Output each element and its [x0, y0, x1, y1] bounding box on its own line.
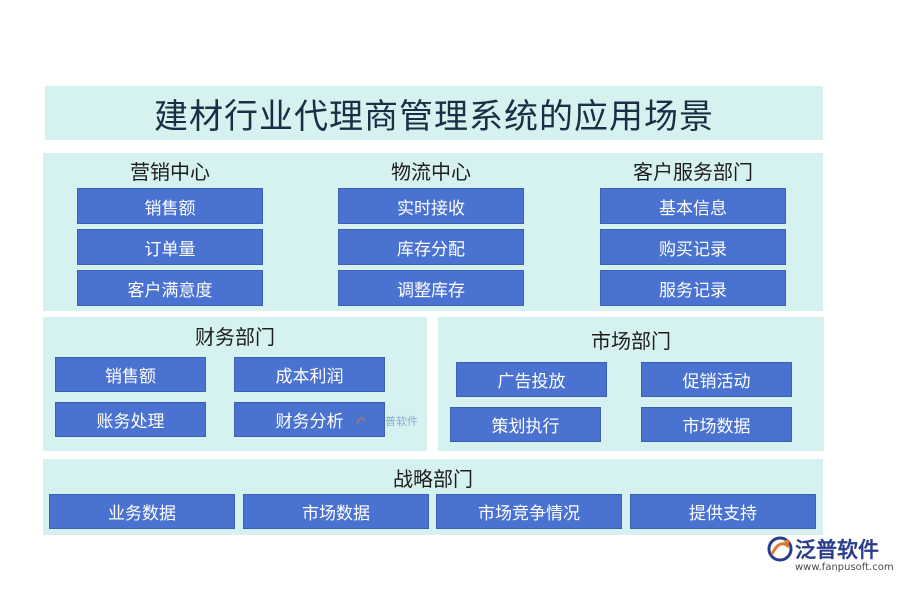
marketing-item-orders[interactable]: 订单量: [77, 229, 263, 265]
finance-item-sales[interactable]: 销售额: [55, 357, 206, 392]
logistics-item-allocation[interactable]: 库存分配: [338, 229, 524, 265]
logistics-item-receive[interactable]: 实时接收: [338, 188, 524, 224]
watermark-text: 泛普软件: [374, 415, 418, 428]
section-heading-strategy: 战略部门: [393, 467, 473, 491]
watermark: 泛普软件: [352, 412, 418, 430]
brand-logo-icon: [767, 536, 793, 562]
section-heading-finance: 财务部门: [195, 325, 275, 349]
section-heading-customer-service: 客户服务部门: [633, 160, 753, 184]
strategy-item-support[interactable]: 提供支持: [630, 494, 816, 529]
page-title: 建材行业代理商管理系统的应用场景: [154, 96, 714, 137]
watermark-logo-icon: [353, 413, 369, 429]
logistics-item-adjust[interactable]: 调整库存: [338, 270, 524, 306]
strategy-item-business-data[interactable]: 业务数据: [49, 494, 235, 529]
strategy-item-market-data[interactable]: 市场数据: [243, 494, 429, 529]
title-banner: 建材行业代理商管理系统的应用场景: [45, 86, 823, 140]
section-heading-market: 市场部门: [591, 329, 671, 353]
service-item-purchase-records[interactable]: 购买记录: [600, 229, 786, 265]
brand-logo: 泛普软件 www.fanpusoft.com: [765, 534, 894, 582]
brand-url: www.fanpusoft.com: [795, 562, 894, 573]
marketing-item-sales[interactable]: 销售额: [77, 188, 263, 224]
market-item-advertising[interactable]: 广告投放: [456, 362, 607, 397]
section-heading-logistics: 物流中心: [391, 160, 471, 184]
market-item-promotion[interactable]: 促销活动: [641, 362, 792, 397]
marketing-item-satisfaction[interactable]: 客户满意度: [77, 270, 263, 306]
section-heading-marketing: 营销中心: [130, 160, 210, 184]
market-item-planning[interactable]: 策划执行: [450, 407, 601, 442]
service-item-basic-info[interactable]: 基本信息: [600, 188, 786, 224]
brand-name: 泛普软件: [795, 538, 879, 562]
finance-item-accounting[interactable]: 账务处理: [55, 402, 206, 437]
market-item-market-data[interactable]: 市场数据: [641, 407, 792, 442]
service-item-service-records[interactable]: 服务记录: [600, 270, 786, 306]
finance-item-cost-profit[interactable]: 成本利润: [234, 357, 385, 392]
strategy-item-competition[interactable]: 市场竞争情况: [436, 494, 622, 529]
